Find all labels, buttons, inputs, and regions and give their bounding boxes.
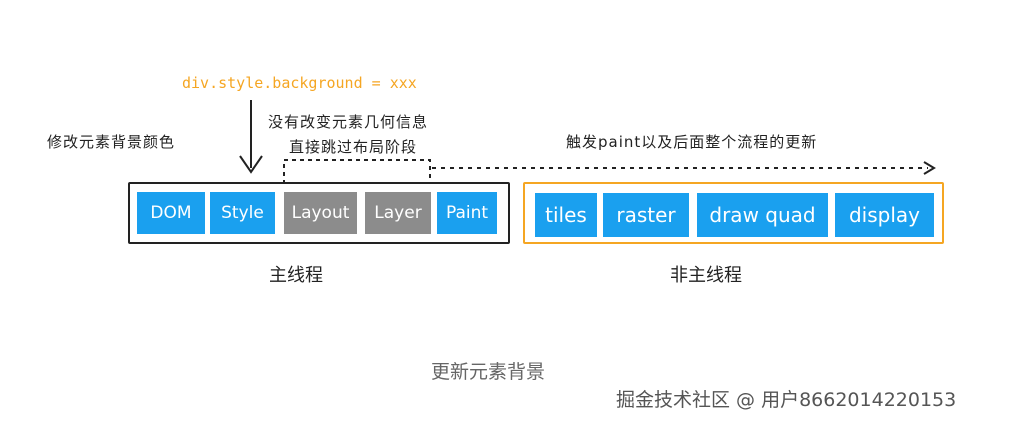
main-thread-label: 主线程: [269, 265, 323, 286]
diagram-caption: 更新元素背景: [431, 361, 546, 383]
skip-bracket: [283, 159, 431, 184]
stage-tiles: tiles: [535, 193, 597, 237]
stage-layer: Layer: [365, 192, 431, 234]
no-geometry-note-line2: 直接跳过布局阶段: [289, 138, 418, 156]
stage-display: display: [835, 193, 934, 237]
code-snippet: div.style.background = xxx: [182, 74, 417, 92]
no-geometry-note-line1: 没有改变元素几何信息: [268, 113, 429, 131]
down-arrow-head: [239, 155, 263, 174]
non-main-thread-box: [523, 182, 944, 244]
stage-paint: Paint: [437, 192, 497, 234]
main-thread-box: [128, 182, 510, 244]
stage-layout: Layout: [284, 192, 357, 234]
modify-background-note: 修改元素背景颜色: [47, 133, 176, 151]
stage-style: Style: [210, 192, 275, 234]
dashed-arrow-head: [923, 161, 936, 175]
stage-draw-quad: draw quad: [697, 193, 828, 237]
trigger-paint-note: 触发paint以及后面整个流程的更新: [566, 133, 818, 151]
watermark: 掘金技术社区 @ 用户8662014220153: [616, 389, 957, 411]
stage-raster: raster: [603, 193, 689, 237]
non-main-thread-label: 非主线程: [670, 265, 742, 286]
stage-dom: DOM: [137, 192, 205, 234]
